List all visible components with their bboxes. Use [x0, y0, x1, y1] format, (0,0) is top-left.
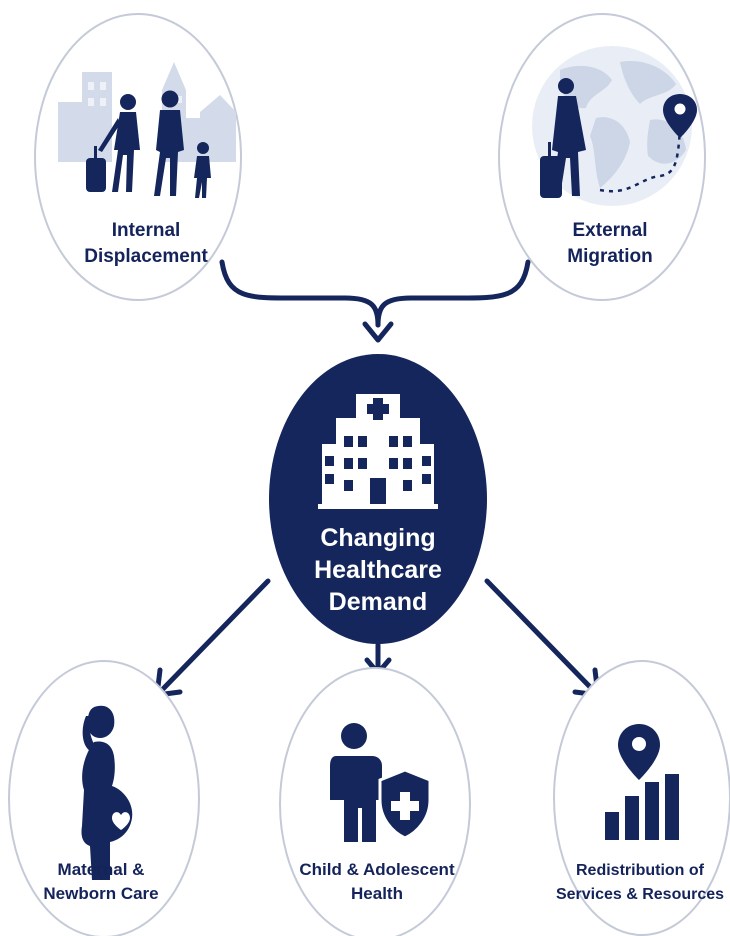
node-label-maternal-line2: Newborn Care	[43, 884, 158, 903]
node-center-demand: Changing Healthcare Demand	[269, 354, 487, 644]
woman-traveler-globe-icon	[532, 46, 697, 206]
node-label-maternal-line1: Maternal &	[58, 860, 145, 879]
node-label-child-line1: Child & Adolescent	[299, 860, 455, 879]
node-internal-displacement: Internal Displacement	[34, 13, 242, 301]
node-external-migration: External Migration	[498, 13, 706, 301]
node-label-child-line2: Health	[351, 884, 403, 903]
node-child-adolescent: Child & Adolescent Health	[279, 667, 471, 936]
location-bar-chart-icon	[605, 724, 679, 840]
node-label-redistribution-line2: Services & Resources	[556, 886, 724, 903]
outcome-arrow-maternal	[154, 578, 271, 698]
pregnant-woman-icon	[81, 705, 133, 880]
node-label-internal-line2: Displacement	[84, 246, 208, 267]
outcome-arrow-redistribution	[484, 578, 601, 698]
node-label-redistribution-line1: Redistribution of	[576, 862, 705, 879]
node-label-internal-line1: Internal	[112, 220, 181, 241]
center-label-line1: Changing	[320, 524, 435, 552]
family-walking-icon	[58, 62, 236, 198]
node-label-external-line1: External	[573, 220, 648, 241]
merge-arrowhead	[362, 321, 394, 343]
child-shield-icon	[330, 723, 432, 842]
hospital-icon	[318, 394, 438, 509]
node-maternal-newborn: Maternal & Newborn Care	[8, 660, 200, 936]
center-label-line3: Demand	[329, 588, 428, 616]
center-label-line2: Healthcare	[314, 556, 442, 584]
merge-connector	[219, 259, 531, 343]
node-redistribution: Redistribution of Services & Resources	[553, 660, 730, 936]
node-label-external-line2: Migration	[567, 246, 653, 267]
